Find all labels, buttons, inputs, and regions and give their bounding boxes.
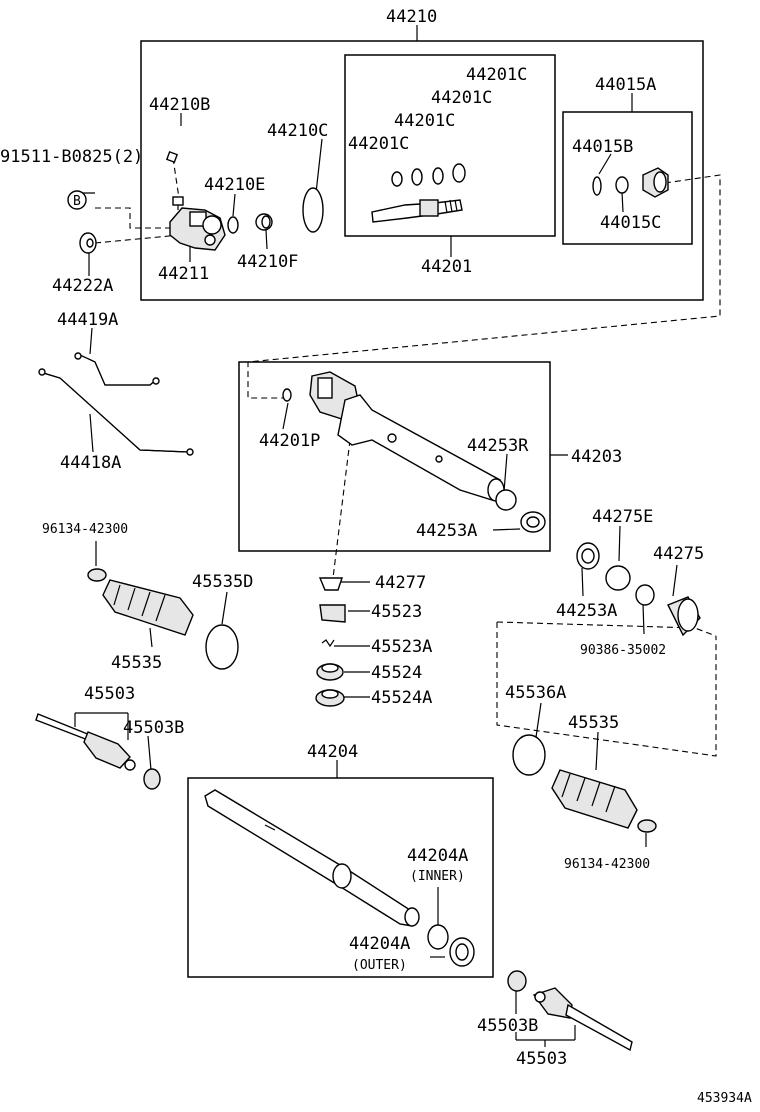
tie-rod-45503-left (35, 713, 136, 771)
label-45535-right: 45535 (568, 713, 619, 733)
label-45524: 45524 (371, 663, 422, 683)
seal-44204a-inner (427, 924, 449, 950)
label-44201: 44201 (421, 257, 472, 277)
label-44015c: 44015C (600, 213, 661, 233)
label-44203: 44203 (571, 447, 622, 467)
clamp-96134-left (87, 568, 107, 582)
label-44210f: 44210F (237, 252, 298, 272)
label-outer: (OUTER) (352, 958, 407, 973)
label-44015a: 44015A (595, 75, 656, 95)
bushing-44275 (667, 596, 701, 637)
valve-housing-44211 (169, 196, 226, 251)
clamp-45536a (512, 734, 546, 776)
label-45535d: 45535D (192, 572, 253, 592)
seals-44201c (391, 163, 466, 187)
nut-44015a (642, 167, 669, 198)
label-44210c: 44210C (267, 121, 328, 141)
bolt-marker-b (67, 190, 87, 210)
label-44418a: 44418A (60, 453, 121, 473)
label-45523: 45523 (371, 602, 422, 622)
bearing-44210f (255, 213, 273, 231)
clamp-96134-right (637, 819, 657, 833)
label-45503b-right: 45503B (477, 1016, 538, 1036)
pipe-44419a (74, 352, 160, 386)
diagram-reference-id: 453934A (697, 1091, 752, 1106)
rack-housing-44203 (282, 371, 505, 502)
label-44419a: 44419A (57, 310, 118, 330)
assembly-box-44201 (344, 54, 556, 237)
label-44210e: 44210E (204, 175, 265, 195)
label-44204a-outer: 44204A (349, 934, 410, 954)
label-45535-left: 45535 (111, 653, 162, 673)
label-44275e: 44275E (592, 507, 653, 527)
assembly-box-44204 (187, 777, 494, 978)
label-45503-left: 45503 (84, 684, 135, 704)
tie-rod-45503-right (532, 987, 633, 1052)
bushing-90386 (635, 584, 655, 606)
label-44277: 44277 (375, 573, 426, 593)
seal-44015b (592, 176, 602, 196)
assembly-box-44015A (562, 111, 693, 245)
label-44201c-2: 44201C (431, 88, 492, 108)
label-96134-right: 96134-42300 (564, 857, 650, 872)
label-44253a-2: 44253A (556, 601, 617, 621)
label-90386: 90386-35002 (580, 643, 666, 658)
clamp-45535d (205, 624, 239, 670)
clip-44210b (165, 150, 179, 164)
pipe-44418a (38, 368, 194, 456)
label-inner: (INNER) (410, 869, 465, 884)
label-44015b: 44015B (572, 137, 633, 157)
spring-45523a (321, 639, 335, 648)
label-44211: 44211 (158, 264, 209, 284)
bearing-44015c (615, 176, 629, 194)
assembly-box-44210 (140, 40, 704, 301)
lock-nut-45524 (316, 663, 344, 681)
label-44201c-3: 44201C (394, 111, 455, 131)
pinion-shaft-44201 (371, 199, 463, 223)
dashed-assembly-lines (94, 157, 721, 757)
seal-44253a-upper (520, 511, 546, 533)
washer-44222a (79, 232, 97, 254)
leader-lines (74, 25, 678, 1047)
tie-rod-end-45503b-right (507, 970, 527, 992)
label-45536a: 45536A (505, 683, 566, 703)
boot-45535-right (551, 769, 638, 829)
assembly-box-44203 (238, 361, 551, 552)
rack-guide-45523 (319, 604, 346, 623)
label-44222a: 44222A (52, 276, 113, 296)
o-ring-44210c (302, 187, 324, 233)
seal-44210e (227, 216, 239, 234)
label-44275: 44275 (653, 544, 704, 564)
label-44201p: 44201P (259, 431, 320, 451)
rack-bar-44204 (204, 789, 420, 927)
label-45503b-left: 45503B (123, 718, 184, 738)
label-44253a-1: 44253A (416, 521, 477, 541)
label-b: B (73, 194, 81, 209)
label-44210: 44210 (386, 7, 437, 27)
label-91511: 91511-B0825(2) (0, 147, 143, 167)
seal-44204a-outer (449, 937, 475, 967)
label-45523a: 45523A (371, 637, 432, 657)
label-96134-left: 96134-42300 (42, 522, 128, 537)
seal-44253r (495, 489, 517, 511)
tie-rod-end-45503b-left (143, 768, 161, 790)
boot-45535-left (102, 579, 194, 636)
label-44204a-inner: 44204A (407, 846, 468, 866)
label-44204: 44204 (307, 742, 358, 762)
label-45503-right: 45503 (516, 1049, 567, 1069)
label-44201c-1: 44201C (466, 65, 527, 85)
seal-44253a-lower (576, 542, 600, 570)
label-44201c-4: 44201C (348, 134, 409, 154)
label-44253r: 44253R (467, 436, 529, 456)
label-45524a: 45524A (371, 688, 432, 708)
yoke-plug-44277 (318, 577, 343, 591)
label-44210b: 44210B (149, 95, 210, 115)
seal-44275e (605, 565, 631, 591)
washer-45524a (315, 689, 345, 707)
